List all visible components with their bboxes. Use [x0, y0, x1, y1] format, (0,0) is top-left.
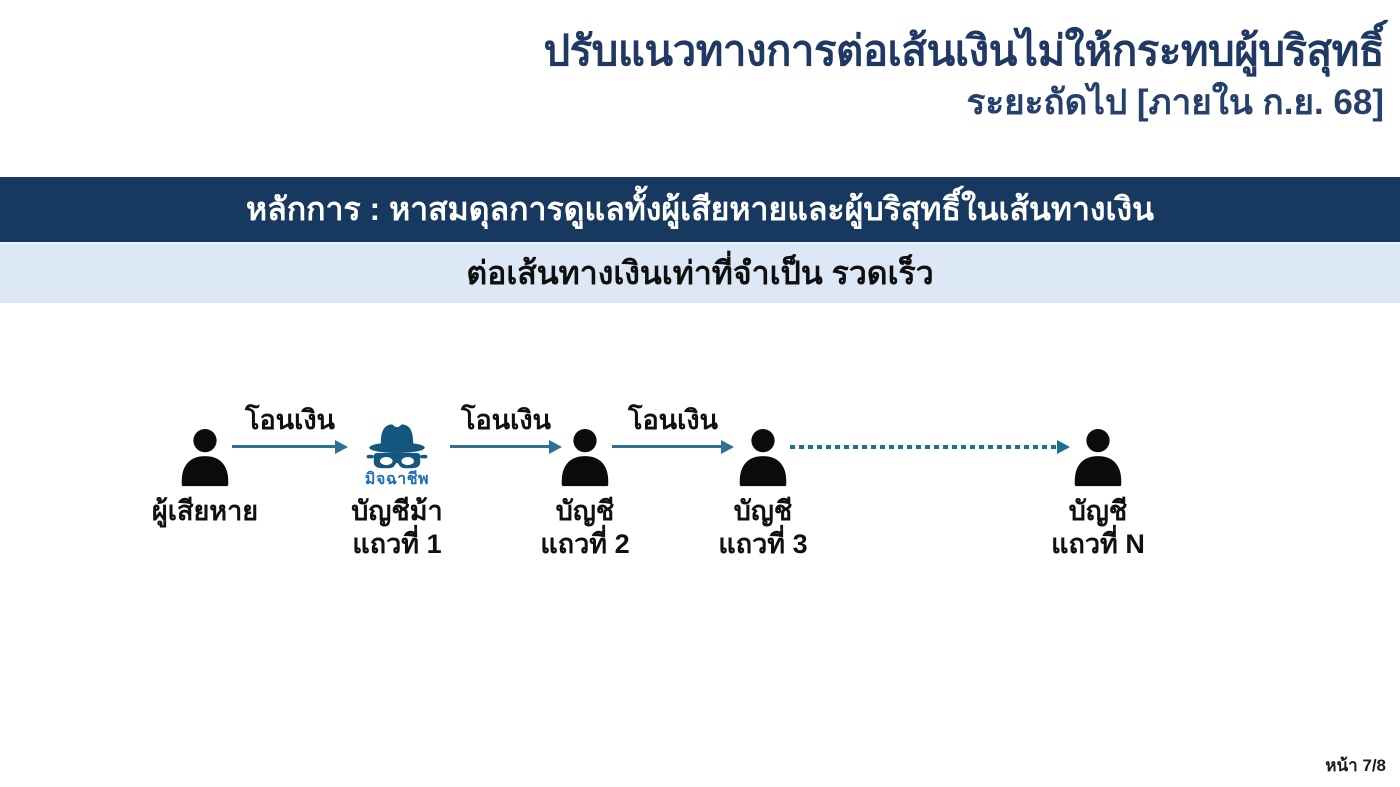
transfer-arrow-2: โอนเงิน — [450, 398, 562, 454]
dotted-arrow-line — [790, 445, 1059, 449]
node-label: บัญชีม้า แถวที่ 1 — [297, 495, 497, 561]
node-label-line1: บัญชี — [733, 496, 793, 526]
arrow-line — [450, 445, 551, 448]
principle-banner-text: หลักการ : หาสมดุลการดูแลทั้งผู้เสียหายแล… — [246, 191, 1154, 227]
node-label: บัญชี แถวที่ 3 — [663, 495, 863, 561]
node-victim: ผู้เสียหาย — [105, 404, 305, 528]
scammer-icon-area: มิจฉาชีพ — [297, 404, 497, 490]
node-label-line2: แถวที่ 2 — [540, 529, 630, 559]
page-subtitle: ระยะถัดไป [ภายใน ก.ย. 68] — [966, 83, 1384, 123]
node-label-line2: แถวที่ 3 — [718, 529, 808, 559]
principle-banner: หลักการ : หาสมดุลการดูแลทั้งผู้เสียหายแล… — [0, 177, 1400, 242]
transfer-arrow-3: โอนเงิน — [612, 398, 734, 454]
scammer-label: มิจฉาชีพ — [364, 471, 430, 488]
person-icon — [485, 404, 685, 490]
page-title: ปรับแนวทางการต่อเส้นเงินไม่ให้กระทบผู้บร… — [543, 27, 1384, 74]
node-label: ผู้เสียหาย — [105, 495, 305, 528]
person-icon — [561, 428, 609, 487]
node-label-line1: ผู้เสียหาย — [151, 496, 259, 526]
arrow-line — [232, 445, 337, 448]
detail-banner-text: ต่อเส้นทางเงินเท่าที่จำเป็น รวดเร็ว — [466, 255, 934, 291]
person-icon — [739, 428, 787, 487]
person-icon — [1074, 428, 1122, 487]
header: ปรับแนวทางการต่อเส้นเงินไม่ให้กระทบผู้บร… — [543, 26, 1384, 124]
node-account-2: บัญชี แถวที่ 2 — [485, 404, 685, 561]
node-account-3: บัญชี แถวที่ 3 — [663, 404, 863, 561]
node-label: บัญชี แถวที่ N — [998, 495, 1198, 561]
person-icon — [105, 404, 305, 490]
arrow-head-icon — [1057, 440, 1070, 454]
node-label-line2: แถวที่ 1 — [352, 529, 442, 559]
transfer-label: โอนเงิน — [627, 405, 719, 435]
person-icon — [663, 404, 863, 490]
transfer-arrow-1: โอนเงิน — [232, 398, 348, 454]
person-icon — [181, 428, 229, 487]
node-label-line1: บัญชี — [1068, 496, 1128, 526]
arrow-head-icon — [721, 440, 734, 454]
arrow-head-icon — [549, 440, 562, 454]
node-mule-account-1: มิจฉาชีพ บัญชีม้า แถวที่ 1 — [297, 404, 497, 561]
detail-banner: ต่อเส้นทางเงินเท่าที่จำเป็น รวดเร็ว — [0, 242, 1400, 303]
node-label-line2: แถวที่ N — [1051, 529, 1145, 559]
arrow-head-icon — [335, 440, 348, 454]
transfer-label: โอนเงิน — [244, 405, 336, 435]
incognito-scammer-icon — [366, 424, 428, 469]
node-label: บัญชี แถวที่ 2 — [485, 495, 685, 561]
node-label-line1: บัญชีม้า — [351, 496, 443, 526]
transfer-arrow-dotted — [790, 398, 1070, 454]
transfer-label: โอนเงิน — [460, 405, 552, 435]
page-number: หน้า 7/8 — [1325, 756, 1386, 775]
arrow-line — [612, 445, 723, 448]
node-label-line1: บัญชี — [555, 496, 615, 526]
node-account-n: บัญชี แถวที่ N — [998, 404, 1198, 561]
person-icon — [998, 404, 1198, 490]
